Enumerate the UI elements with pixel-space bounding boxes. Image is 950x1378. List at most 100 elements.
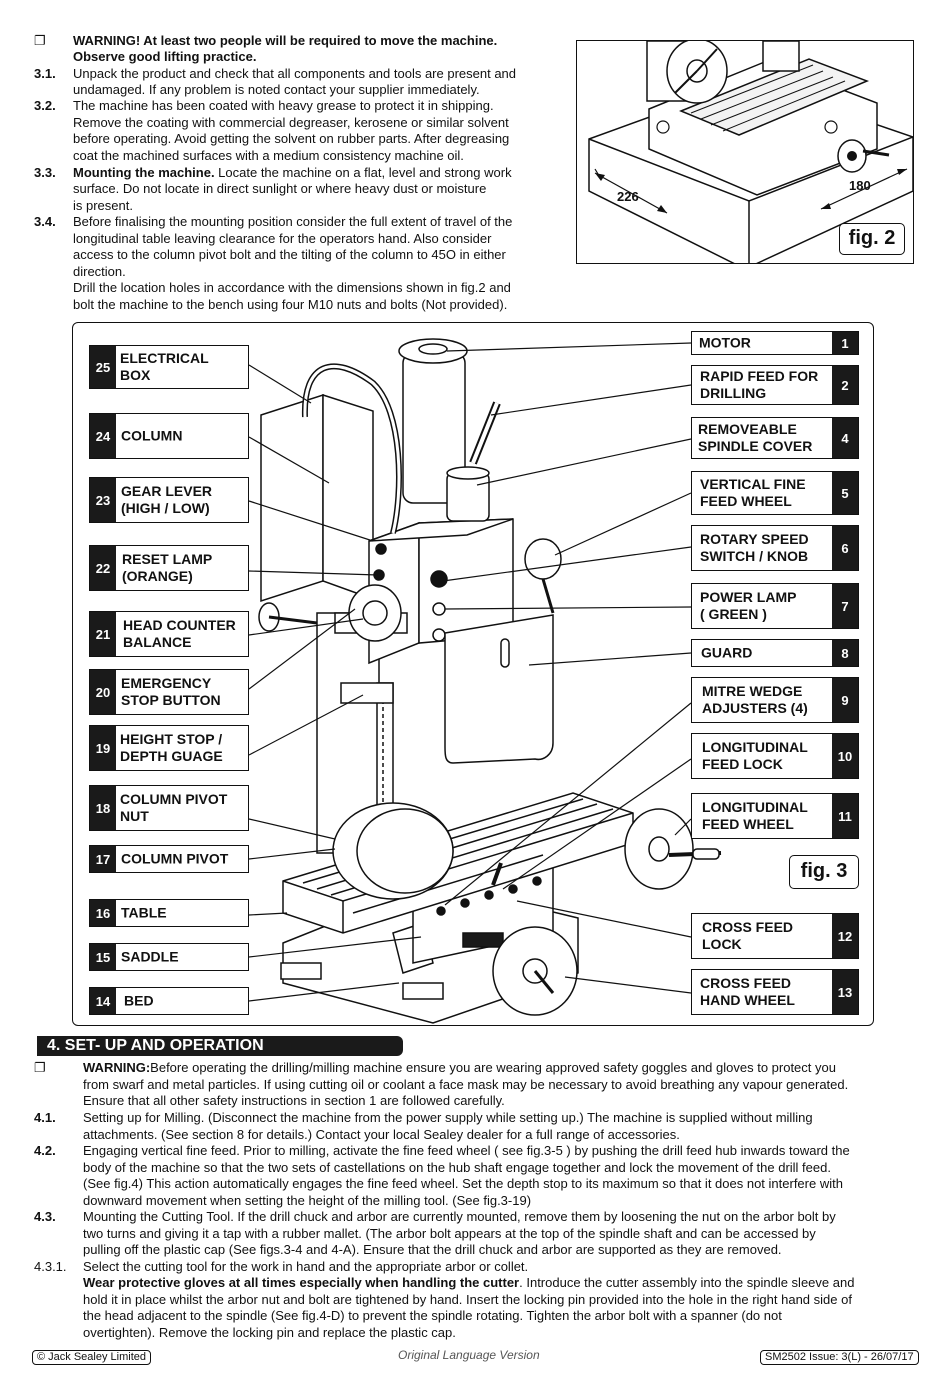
fig2-label-text: fig. 2 (848, 227, 896, 249)
item-text: Unpack the product and check that all co… (73, 66, 517, 81)
footer-language-note: Original Language Version (398, 1348, 540, 1362)
fig3-label-column-pivot: 17 COLUMN PIVOT (89, 845, 249, 873)
label-line: ADJUSTERS (4) (702, 700, 808, 716)
section4-title: 4. SET- UP AND OPERATION (47, 1037, 264, 1054)
label-line: BALANCE (123, 634, 192, 650)
item-rest-text: Locate the machine on a flat, level and … (214, 165, 512, 180)
label-number: 6 (832, 526, 858, 570)
label-number: 25 (90, 346, 116, 388)
label-line: REMOVEABLE (698, 421, 797, 437)
label-number: 8 (832, 640, 858, 666)
item-text: hold it in place whilst the arbor nut an… (83, 1292, 852, 1307)
fig2-dim-left: 226 (617, 189, 639, 204)
fig3-label-bed: 14 BED (89, 987, 249, 1015)
item-text: The machine has been coated with heavy g… (73, 98, 494, 113)
fig3-label-height-stop: 19 HEIGHT STOP / DEPTH GUAGE (89, 725, 249, 771)
label-number: 19 (90, 726, 116, 770)
fig2-dim-right: 180 (849, 178, 871, 193)
label-line: LONGITUDINAL (702, 799, 808, 815)
label-line: STOP BUTTON (121, 692, 221, 708)
item-number: 3.2. (34, 98, 56, 113)
intro-warning-line2: Observe good lifting practice. (73, 49, 257, 64)
label-line: CROSS FEED (700, 975, 792, 991)
fig3-label-reset-lamp: 22 RESET LAMP (ORANGE) (89, 545, 249, 591)
warning-bullet-icon: ❐ (34, 1060, 46, 1075)
label-number: 1 (832, 332, 858, 354)
label-number: 20 (90, 670, 116, 714)
label-line: VERTICAL FINE (700, 476, 806, 492)
fig3-label-power-lamp: POWER LAMP ( GREEN ) 7 (691, 583, 859, 629)
label-line: SPINDLE COVER (698, 438, 813, 454)
fig3-label-guard: GUARD 8 (691, 639, 859, 667)
label-number: 13 (832, 970, 858, 1014)
fig3-label-longitudinal-feed-wheel: LONGITUDINAL FEED WHEEL 11 (691, 793, 859, 839)
item-text: Drill the location holes in accordance w… (73, 280, 511, 295)
section4-warning-line: WARNING:Before operating the drilling/mi… (83, 1060, 836, 1076)
fig3-label-motor: MOTOR 1 (691, 331, 859, 355)
item-text: direction. (73, 264, 126, 279)
label-line: HEAD COUNTER (123, 617, 236, 633)
fig2-label: fig. 2 (839, 223, 905, 255)
item-text: is present. (73, 198, 133, 213)
label-line: HEIGHT STOP / (120, 731, 223, 747)
fig3-label-cross-feed-hand-wheel: CROSS FEED HAND WHEEL 13 (691, 969, 859, 1015)
fig3-label-mitre-wedge: MITRE WEDGE ADJUSTERS (4) 9 (691, 677, 859, 723)
label-line: FEED LOCK (702, 756, 783, 772)
label-line: FEED WHEEL (702, 816, 794, 832)
section4-warning-line: from swarf and metal particles. If using… (83, 1077, 849, 1092)
fig3-label-rapid-feed: RAPID FEED FOR DRILLING 2 (691, 365, 859, 405)
fig3-label-fine-feed-wheel: VERTICAL FINE FEED WHEEL 5 (691, 471, 859, 515)
item-number: 3.1. (34, 66, 56, 81)
fig3-label-table: 16 TABLE (89, 899, 249, 927)
label-line: SADDLE (121, 948, 179, 965)
item-text: bolt the machine to the bench using four… (73, 297, 508, 312)
fig3-label-electrical-box: 25 ELECTRICAL BOX (89, 345, 249, 389)
label-line: GEAR LEVER (121, 483, 213, 499)
label-number: 2 (832, 366, 858, 404)
label-line: ROTARY SPEED (700, 531, 809, 547)
item-text: before operating. Avoid getting the solv… (73, 131, 510, 146)
item-text: access to the column pivot bolt and the … (73, 247, 506, 262)
intro-warning-line1: WARNING! At least two people will be req… (73, 33, 498, 48)
fig2-figure: 226 180 fig. 2 (576, 40, 914, 264)
label-number: 14 (90, 988, 116, 1014)
label-line: (HIGH / LOW) (121, 500, 210, 516)
section4-warning-text: Before operating the drilling/milling ma… (150, 1060, 836, 1075)
fig3-label-saddle: 15 SADDLE (89, 943, 249, 971)
fig3-label-spindle-cover: REMOVEABLE SPINDLE COVER 4 (691, 417, 859, 459)
label-line: GUARD (701, 644, 753, 661)
item-text: Setting up for Milling. (Disconnect the … (83, 1110, 813, 1125)
section4-warning-bold: WARNING: (83, 1060, 151, 1075)
fig3-label-longitudinal-feed-lock: LONGITUDINAL FEED LOCK 10 (691, 733, 859, 779)
item-text: Remove the coating with commercial degre… (73, 115, 509, 130)
label-number: 18 (90, 786, 116, 830)
item-text: downward movement when setting the heigh… (83, 1193, 532, 1208)
label-line: COLUMN (121, 427, 183, 444)
label-line: ( GREEN ) (700, 606, 767, 622)
label-number: 23 (90, 478, 116, 522)
item-bold-text: Mounting the machine. (73, 165, 215, 180)
label-line: BOX (120, 367, 151, 383)
label-number: 10 (832, 734, 858, 778)
section4-warning-line: Ensure that all other safety instruction… (83, 1093, 505, 1108)
label-number: 4 (832, 418, 858, 458)
fig3-label-column: 24 COLUMN (89, 413, 249, 459)
item-number: 3.4. (34, 214, 56, 229)
label-line: LONGITUDINAL (702, 739, 808, 755)
label-line: CROSS FEED (702, 919, 794, 935)
label-number: 22 (90, 546, 116, 590)
fig3-figure: 25 ELECTRICAL BOX 24 COLUMN 23 GEAR LEVE… (72, 322, 874, 1026)
fig3-label-cross-feed-lock: CROSS FEED LOCK 12 (691, 913, 859, 959)
label-number: 5 (832, 472, 858, 514)
label-line: TABLE (121, 904, 167, 921)
warning-bullet-icon: ❐ (34, 33, 46, 48)
label-line: BED (124, 992, 154, 1009)
label-line: DEPTH GUAGE (120, 748, 223, 764)
label-line: SWITCH / KNOB (700, 548, 809, 564)
fig3-label: fig. 3 (789, 855, 859, 889)
item-text: Select the cutting tool for the work in … (83, 1259, 529, 1274)
label-line: LOCK (702, 936, 742, 952)
label-line: NUT (120, 808, 149, 824)
label-line: FEED WHEEL (700, 493, 792, 509)
label-line: HAND WHEEL (700, 992, 795, 1008)
